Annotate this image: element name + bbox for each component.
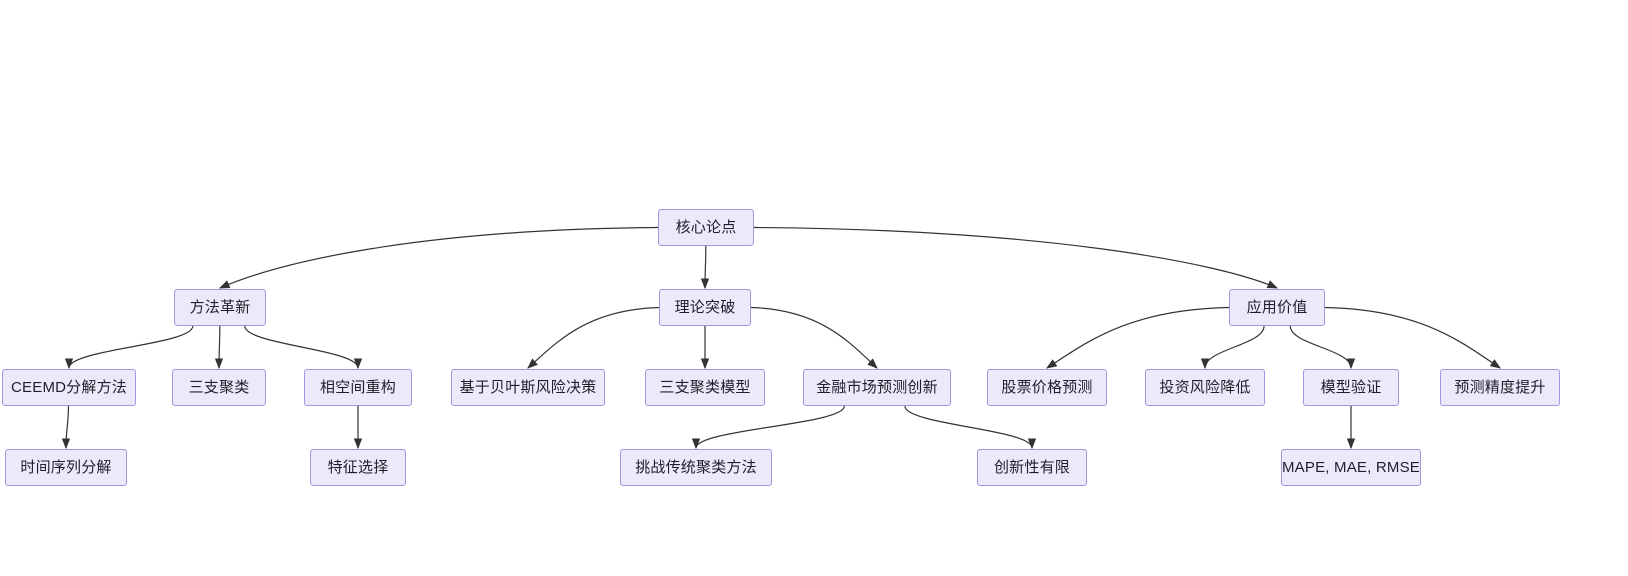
node-n1[interactable]: 方法革新 [174,289,266,326]
node-n18[interactable]: MAPE, MAE, RMSE [1281,449,1421,486]
node-n4[interactable]: CEEMD分解方法 [2,369,136,406]
node-label: 金融市场预测创新 [816,379,938,396]
node-n5[interactable]: 三支聚类 [172,369,266,406]
node-n11[interactable]: 投资风险降低 [1145,369,1265,406]
edge-n9-to-n16 [691,405,846,450]
edge-n4-to-n14 [61,405,71,450]
node-n0[interactable]: 核心论点 [658,209,754,246]
node-label: MAPE, MAE, RMSE [1281,459,1421,476]
node-n16[interactable]: 挑战传统聚类方法 [620,449,772,486]
node-n12[interactable]: 模型验证 [1303,369,1399,406]
node-label: CEEMD分解方法 [11,379,127,396]
node-label: 相空间重构 [319,379,396,396]
node-n10[interactable]: 股票价格预测 [987,369,1107,406]
node-label: 投资风险降低 [1159,379,1251,396]
edge-n1-to-n4 [64,325,194,370]
node-n3[interactable]: 应用价值 [1229,289,1325,326]
edge-n0-to-n1 [218,226,659,289]
node-label: 方法革新 [189,299,251,316]
edge-n9-to-n17 [904,405,1037,450]
edge-paths [61,226,1501,450]
edge-n2-to-n9 [750,306,878,369]
node-label: 股票价格预测 [1001,379,1093,396]
node-n7[interactable]: 基于贝叶斯风险决策 [451,369,605,406]
edge-n3-to-n10 [1045,306,1230,369]
edge-n0-to-n3 [753,226,1279,289]
node-label: 特征选择 [327,459,389,476]
edge-n1-to-n6 [244,325,363,370]
node-label: 基于贝叶斯风险决策 [459,379,597,396]
node-n8[interactable]: 三支聚类模型 [645,369,765,406]
node-n15[interactable]: 特征选择 [310,449,406,486]
node-label: 三支聚类 [188,379,250,396]
node-label: 时间序列分解 [20,459,112,476]
edge-n1-to-n5 [214,325,224,370]
node-label: 创新性有限 [993,459,1070,476]
node-n2[interactable]: 理论突破 [659,289,751,326]
node-n6[interactable]: 相空间重构 [304,369,412,406]
node-n17[interactable]: 创新性有限 [977,449,1087,486]
edge-n0-to-n2 [700,245,710,290]
edge-n3-to-n12 [1289,325,1356,370]
edge-n2-to-n7 [527,306,660,369]
node-label: 应用价值 [1246,299,1308,316]
node-label: 三支聚类模型 [659,379,751,396]
node-label: 理论突破 [674,299,736,316]
edge-n3-to-n13 [1324,306,1501,369]
node-label: 模型验证 [1320,379,1382,396]
node-label: 核心论点 [675,219,737,236]
node-n13[interactable]: 预测精度提升 [1440,369,1560,406]
node-n14[interactable]: 时间序列分解 [5,449,127,486]
edge-n3-to-n11 [1200,325,1265,370]
node-label: 预测精度提升 [1454,379,1546,396]
node-n9[interactable]: 金融市场预测创新 [803,369,951,406]
node-label: 挑战传统聚类方法 [635,459,757,476]
